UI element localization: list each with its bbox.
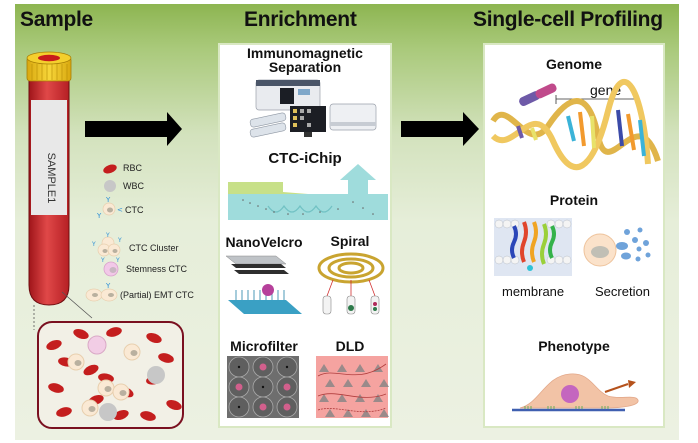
protein-sub-label-secretion: Secretion [595, 284, 650, 299]
method-label-immunomagnetic: Immunomagnetic Separation [222, 46, 388, 74]
section-title-enrichment: Enrichment [244, 8, 357, 31]
rbc-cell [56, 407, 72, 417]
ctc-nucleus [104, 386, 112, 392]
dld-pillar [379, 379, 389, 387]
dld-pillar [355, 394, 365, 402]
stemness-ctc-cell [87, 335, 107, 355]
rbc-cell [98, 373, 114, 383]
rbc-cell [146, 332, 162, 344]
immunomagnetic-device-image [249, 79, 377, 138]
dld-pillar [361, 379, 371, 387]
spiral-image [317, 252, 385, 315]
ctc-nucleus [88, 406, 96, 412]
method-label-microfilter: Microfilter [230, 338, 298, 354]
svg-text:Y: Y [91, 241, 96, 248]
rbc-cell [48, 383, 64, 393]
membrane-protein-image [494, 218, 572, 276]
captured-cell [259, 363, 267, 371]
method-label-dld: DLD [335, 338, 365, 354]
ctc-icon: Y < Y [96, 196, 123, 220]
rbc-cell [73, 328, 89, 340]
migrating-cell-image [512, 373, 639, 412]
ctc-cluster-icon: Y Y Y Y Y [91, 232, 122, 264]
method-label-ctc-ichip: CTC-iChip [268, 150, 342, 167]
arrow-sample-to-enrichment [85, 112, 182, 146]
method-label-immunomagnetic-line2: Separation [268, 59, 342, 75]
legend-label-ctc-cluster: CTC Cluster [129, 243, 179, 253]
secretion-image [583, 227, 651, 267]
pore-hole [237, 405, 241, 409]
method-label-nanovelcro: NanoVelcro [225, 234, 303, 250]
pore-hole [261, 385, 265, 389]
ctc-ichip-image [228, 164, 388, 220]
legend-label-emt-ctc: (Partial) EMT CTC [120, 290, 194, 300]
ctc-nucleus [119, 390, 127, 396]
profiling-label-protein: Protein [549, 192, 599, 208]
emt-ctc-icon: Y [85, 282, 118, 302]
dld-trajectory [317, 407, 387, 413]
dld-pillar [379, 409, 389, 417]
dld-pillar [343, 379, 353, 387]
dld-trajectory [317, 363, 387, 377]
rbc-cell [166, 399, 182, 411]
dld-pillar [355, 364, 365, 372]
dna-double-helix-image [490, 78, 661, 171]
dld-pillar [337, 364, 347, 372]
dld-image [316, 356, 389, 418]
legend-label-rbc: RBC [123, 163, 143, 173]
dld-pillar [325, 409, 335, 417]
svg-text:Y: Y [100, 257, 105, 264]
rbc-cell [106, 327, 122, 337]
dld-pillar [361, 409, 371, 417]
svg-text:Y: Y [115, 257, 120, 264]
pore-hole [237, 365, 241, 369]
arrow-enrichment-to-profiling [401, 112, 479, 146]
rbc-cell [46, 339, 62, 351]
nanovelcro-image [225, 255, 302, 314]
ctc-nucleus [130, 350, 138, 356]
rbc-cell [158, 353, 174, 363]
profiling-label-phenotype: Phenotype [538, 338, 610, 354]
svg-text:Y: Y [105, 282, 111, 290]
captured-cell [283, 403, 291, 411]
wbc-cell [147, 366, 165, 384]
dld-pillar [319, 364, 329, 372]
dld-pillar [319, 394, 329, 402]
legend-label-stemness-ctc: Stemness CTC [126, 264, 188, 274]
captured-cell [235, 383, 243, 391]
svg-text:Y: Y [105, 232, 110, 239]
wbc-icon [104, 180, 116, 192]
wbc-cell [99, 403, 117, 421]
stemness-ctc-icon [103, 261, 119, 277]
svg-text:<: < [117, 206, 123, 214]
rbc-cell [140, 411, 156, 421]
dld-pillar [343, 409, 353, 417]
ctc-nucleus [74, 360, 82, 366]
legend-label-ctc: CTC [125, 205, 144, 215]
legend-label-wbc: WBC [123, 181, 144, 191]
svg-text:Y: Y [105, 196, 111, 204]
captured-cell [283, 383, 291, 391]
svg-text:Y: Y [96, 212, 102, 220]
method-label-spiral: Spiral [330, 233, 370, 249]
dld-pillar [337, 394, 347, 402]
svg-text:Y: Y [117, 237, 122, 244]
protein-sub-label-membrane: membrane [502, 284, 565, 299]
method-label-immunomagnetic-line1: Immunomagnetic [247, 45, 363, 61]
blood-sample-illustration [37, 321, 184, 429]
rbc-cell [83, 364, 99, 376]
dld-pillar [373, 394, 383, 402]
section-title-sample: Sample [20, 8, 93, 31]
captured-cell [259, 403, 267, 411]
dld-pillar [325, 379, 335, 387]
profiling-label-genome: Genome [545, 56, 602, 72]
blood-tube-icon [26, 51, 72, 306]
rbc-cell [113, 409, 129, 421]
dld-trajectory [317, 393, 387, 398]
rbc-icon [103, 164, 117, 174]
microfilter-image [227, 356, 299, 418]
section-title-profiling: Single-cell Profiling [473, 8, 663, 31]
pore-hole [285, 365, 289, 369]
